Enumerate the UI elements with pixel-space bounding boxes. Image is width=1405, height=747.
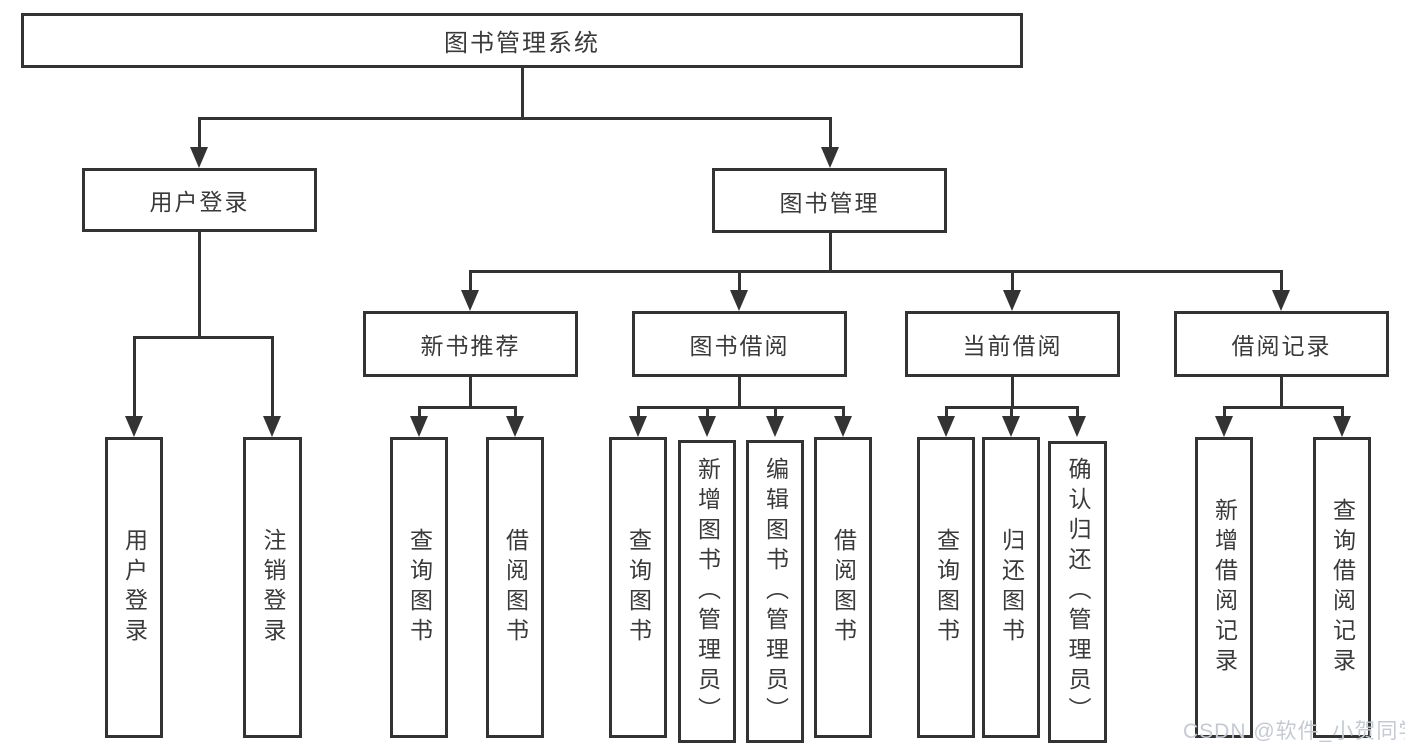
- connector-leaf-drop: [418, 406, 421, 417]
- connector-current-drop: [1011, 270, 1014, 291]
- leaf-query-borrow-record: 查询借阅记录: [1313, 437, 1371, 738]
- arrow-down-icon: [190, 147, 208, 168]
- leaf-logout: 注销登录: [243, 437, 302, 738]
- connector-user-login-stem: [198, 232, 201, 338]
- leaf-borrow-book: 借阅图书: [814, 437, 872, 738]
- connector-level2-rail: [198, 117, 832, 120]
- leaf-return-book-label: 归还图书: [998, 527, 1025, 648]
- connector-current-stem: [1011, 377, 1014, 408]
- connector-leaf-drop: [706, 406, 709, 417]
- connector-leaf-drop: [1341, 406, 1344, 417]
- node-borrow-records: 借阅记录: [1174, 311, 1389, 377]
- arrow-down-icon: [410, 416, 428, 437]
- node-book-borrow: 图书借阅: [632, 311, 847, 377]
- arrow-down-icon: [1003, 290, 1021, 311]
- arrow-down-icon: [730, 290, 748, 311]
- leaf-edit-book-admin: 编辑图书（管理员）: [746, 440, 804, 743]
- leaf-confirm-return-admin-label: 确认归还（管理员）: [1065, 457, 1091, 727]
- leaf-logout-label: 注销登录: [260, 527, 286, 648]
- node-root-label: 图书管理系统: [444, 30, 600, 57]
- arrow-down-icon: [937, 416, 955, 437]
- leaf-add-book-admin-label: 新增图书（管理员）: [694, 456, 721, 727]
- arrow-down-icon: [1215, 416, 1233, 437]
- leaf-user-login: 用户登录: [105, 437, 163, 738]
- leaf-confirm-return-admin: 确认归还（管理员）: [1048, 441, 1107, 743]
- arrow-down-icon: [698, 416, 716, 437]
- leaf-edit-book-admin-label: 编辑图书（管理员）: [762, 456, 789, 727]
- node-new-book-recommend: 新书推荐: [363, 311, 578, 377]
- connector-book-management-stem: [829, 233, 832, 272]
- node-current-borrow-label: 当前借阅: [962, 333, 1063, 359]
- connector-recommend-drop: [469, 270, 472, 291]
- node-book-management-label: 图书管理: [779, 189, 880, 216]
- leaf-recommend-query-books: 查询图书: [390, 437, 448, 738]
- connector-leaf-drop: [774, 406, 777, 417]
- connector-book-management-drop: [829, 117, 832, 147]
- node-borrow-records-label: 借阅记录: [1231, 333, 1332, 359]
- connector-borrow-stem: [738, 377, 741, 408]
- connector-leaf-drop: [1076, 406, 1079, 417]
- leaf-borrow-query-books-label: 查询图书: [625, 527, 652, 648]
- arrow-down-icon: [263, 416, 281, 437]
- arrow-down-icon: [461, 290, 479, 311]
- leaf-user-login-label: 用户登录: [121, 527, 148, 648]
- connector-leaf-drop: [842, 406, 845, 417]
- csdn-watermark: CSDN @软件_小贺同学: [1183, 720, 1405, 743]
- leaf-add-borrow-record: 新增借阅记录: [1195, 437, 1253, 738]
- leaf-borrow-book-label: 借阅图书: [830, 527, 857, 648]
- leaf-borrow-query-books: 查询图书: [609, 437, 667, 738]
- arrow-down-icon: [1068, 416, 1086, 437]
- connector-recommend-stem: [469, 377, 472, 408]
- connector-leaf-drop: [637, 406, 640, 417]
- leaf-add-borrow-record-label: 新增借阅记录: [1211, 497, 1238, 678]
- leaf-recommend-borrow-books: 借阅图书: [486, 437, 544, 738]
- connector-records-rail: [1223, 406, 1344, 409]
- connector-leaf-drop: [1010, 406, 1013, 417]
- connector-login-rail: [133, 336, 274, 339]
- leaf-current-query-books-label: 查询图书: [933, 527, 960, 648]
- leaf-query-borrow-record-label: 查询借阅记录: [1329, 497, 1356, 678]
- arrow-down-icon: [766, 416, 784, 437]
- connector-level3-rail: [469, 270, 1283, 273]
- connector-root-stem: [521, 68, 524, 118]
- leaf-return-book: 归还图书: [982, 437, 1040, 738]
- connector-logout-leaf-drop: [271, 336, 274, 416]
- connector-borrow-drop: [738, 270, 741, 291]
- arrow-down-icon: [834, 416, 852, 437]
- node-current-borrow: 当前借阅: [905, 311, 1120, 377]
- node-root: 图书管理系统: [21, 13, 1023, 68]
- leaf-add-book-admin: 新增图书（管理员）: [678, 440, 736, 743]
- node-user-login-label: 用户登录: [149, 189, 250, 215]
- leaf-current-query-books: 查询图书: [917, 437, 975, 738]
- node-book-management: 图书管理: [712, 168, 947, 233]
- node-user-login: 用户登录: [82, 168, 317, 232]
- connector-leaf-drop: [1223, 406, 1226, 417]
- connector-records-drop: [1280, 270, 1283, 291]
- connector-leaf-drop: [945, 406, 948, 417]
- leaf-recommend-borrow-books-label: 借阅图书: [502, 527, 529, 648]
- connector-recommend-rail: [418, 406, 517, 409]
- arrow-down-icon: [125, 416, 143, 437]
- arrow-down-icon: [1333, 416, 1351, 437]
- connector-borrow-rail: [637, 406, 845, 409]
- arrow-down-icon: [1002, 416, 1020, 437]
- arrow-down-icon: [629, 416, 647, 437]
- arrow-down-icon: [506, 416, 524, 437]
- connector-login-leaf-drop: [133, 336, 136, 416]
- connector-records-stem: [1280, 377, 1283, 408]
- arrow-down-icon: [1272, 290, 1290, 311]
- node-new-book-recommend-label: 新书推荐: [420, 333, 521, 359]
- arrow-down-icon: [821, 147, 839, 168]
- node-book-borrow-label: 图书借阅: [689, 333, 790, 359]
- connector-leaf-drop: [514, 406, 517, 417]
- connector-user-login-drop: [198, 117, 201, 147]
- leaf-recommend-query-books-label: 查询图书: [406, 527, 433, 648]
